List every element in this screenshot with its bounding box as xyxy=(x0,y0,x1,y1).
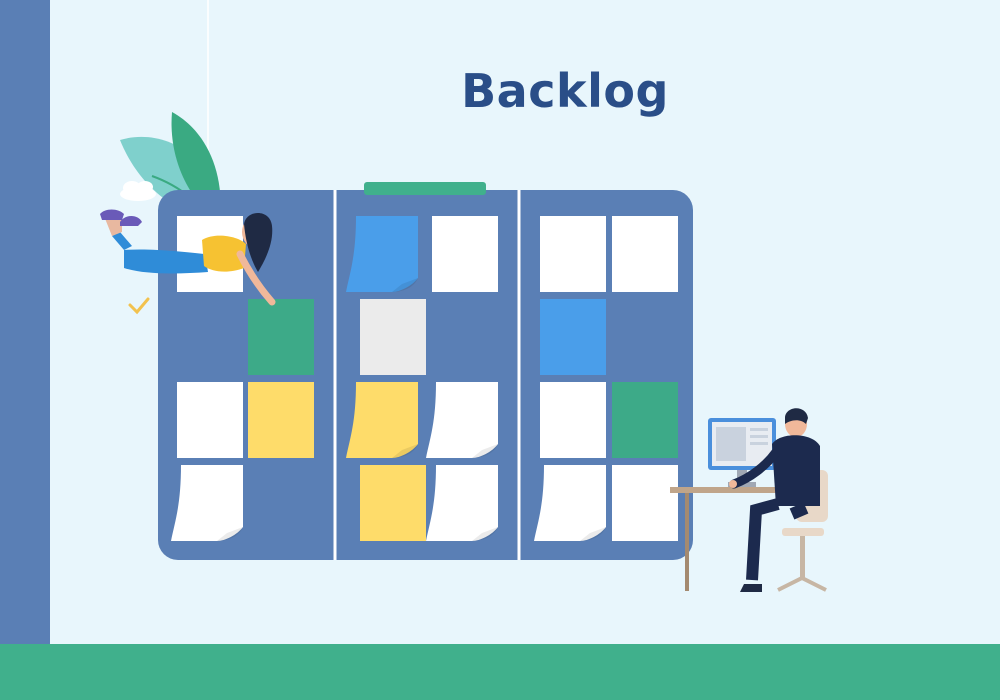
note-curl xyxy=(392,444,418,458)
sticky-note xyxy=(540,299,606,375)
sticky-note xyxy=(248,299,314,375)
sticky-note xyxy=(177,382,243,458)
flying-woman xyxy=(100,209,276,306)
sticky-note xyxy=(426,465,498,541)
note-curl xyxy=(472,444,498,458)
left-accent-bar xyxy=(0,0,50,700)
sticky-note xyxy=(248,382,314,458)
note-curl xyxy=(580,527,606,541)
sticky-note xyxy=(612,216,678,292)
sitting-man xyxy=(729,408,820,592)
note-curl xyxy=(392,278,418,292)
checkmark-icon xyxy=(128,297,150,315)
cloud-icon xyxy=(120,181,156,201)
sticky-note xyxy=(612,382,678,458)
sticky-note xyxy=(612,465,678,541)
note-curl xyxy=(217,527,243,541)
computer-monitor-icon xyxy=(708,418,776,487)
sticky-note xyxy=(360,299,426,375)
sticky-note xyxy=(360,465,426,541)
sticky-notes xyxy=(171,216,678,541)
floor-strip xyxy=(0,644,1000,700)
desk xyxy=(670,487,782,591)
note-curl xyxy=(472,527,498,541)
sticky-note xyxy=(346,216,418,292)
sticky-note xyxy=(426,382,498,458)
page-title: Backlog xyxy=(461,64,669,118)
sticky-note xyxy=(534,465,606,541)
sticky-note xyxy=(171,465,243,541)
board-tape xyxy=(364,182,486,195)
sticky-note xyxy=(540,216,606,292)
sticky-note xyxy=(540,382,606,458)
sticky-note xyxy=(346,382,418,458)
sticky-note xyxy=(432,216,498,292)
